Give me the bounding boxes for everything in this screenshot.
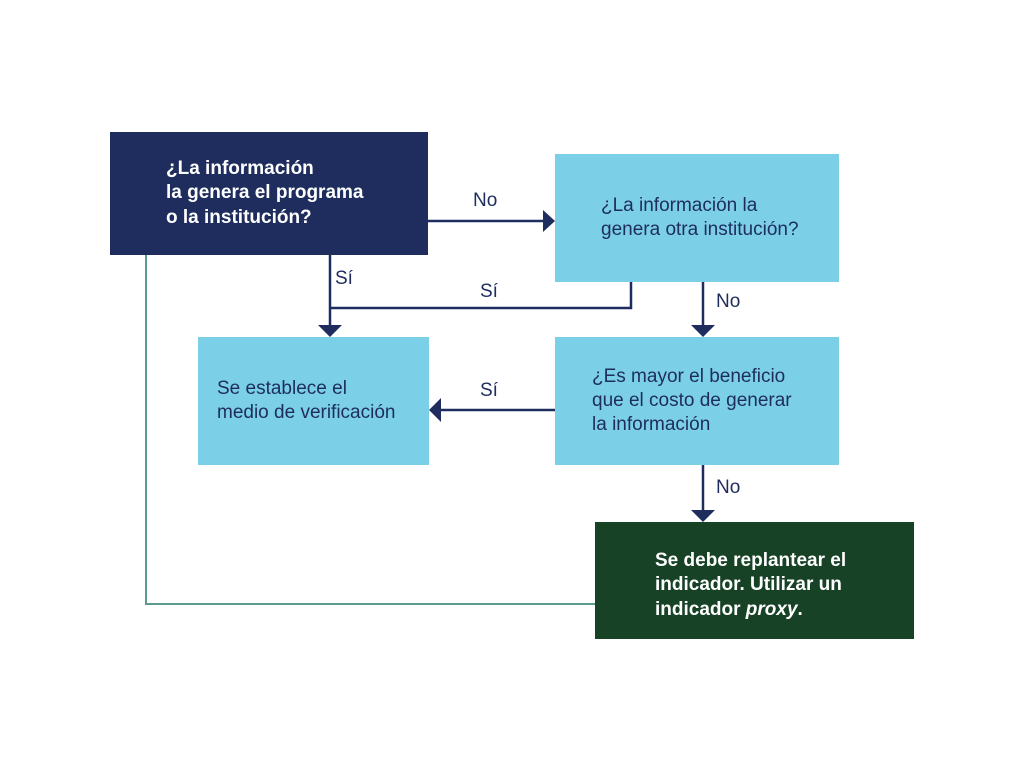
edge-label-q1-no: No	[473, 190, 498, 211]
result-box-verification: Se establece el medio de verificación	[198, 337, 429, 465]
arrow-head-verification-top	[318, 325, 342, 337]
edge-q1-replan	[145, 255, 595, 605]
arrow-head-replan	[691, 510, 715, 522]
decision-box-program-generates: ¿La información la genera el programa o …	[110, 132, 428, 255]
result-box-replan-indicator: Se debe replantear el indicador. Utiliza…	[595, 522, 914, 639]
edge-label-q2-yes: Sí	[480, 281, 498, 302]
decision-text-cost-benefit: ¿Es mayor el beneficio que el costo de g…	[592, 365, 792, 436]
edge-label-q3-no: No	[716, 477, 741, 498]
arrow-head-q2	[543, 210, 555, 232]
result-text-verification: Se establece el medio de verificación	[217, 377, 396, 423]
decision-text-program-generates: ¿La información la genera el programa o …	[166, 158, 364, 228]
replan-text-proxy: proxy	[745, 598, 798, 620]
edge-q2-verification	[330, 282, 633, 310]
replan-text-period: .	[797, 598, 803, 620]
replan-text-main: Se debe replantear el indicador. Utiliza…	[655, 550, 847, 620]
result-text-replan-indicator: Se debe replantear el indicador. Utiliza…	[655, 549, 846, 622]
arrow-head-q3	[691, 325, 715, 337]
edge-label-q3-yes: Sí	[480, 380, 498, 401]
decision-box-other-institution: ¿La información la genera otra instituci…	[555, 154, 839, 282]
edge-label-q1-yes: Sí	[335, 268, 353, 289]
arrow-head-verification-side	[429, 398, 441, 422]
edge-label-q2-no: No	[716, 291, 741, 312]
decision-text-other-institution: ¿La información la genera otra instituci…	[601, 194, 799, 240]
decision-box-cost-benefit: ¿Es mayor el beneficio que el costo de g…	[555, 337, 839, 465]
